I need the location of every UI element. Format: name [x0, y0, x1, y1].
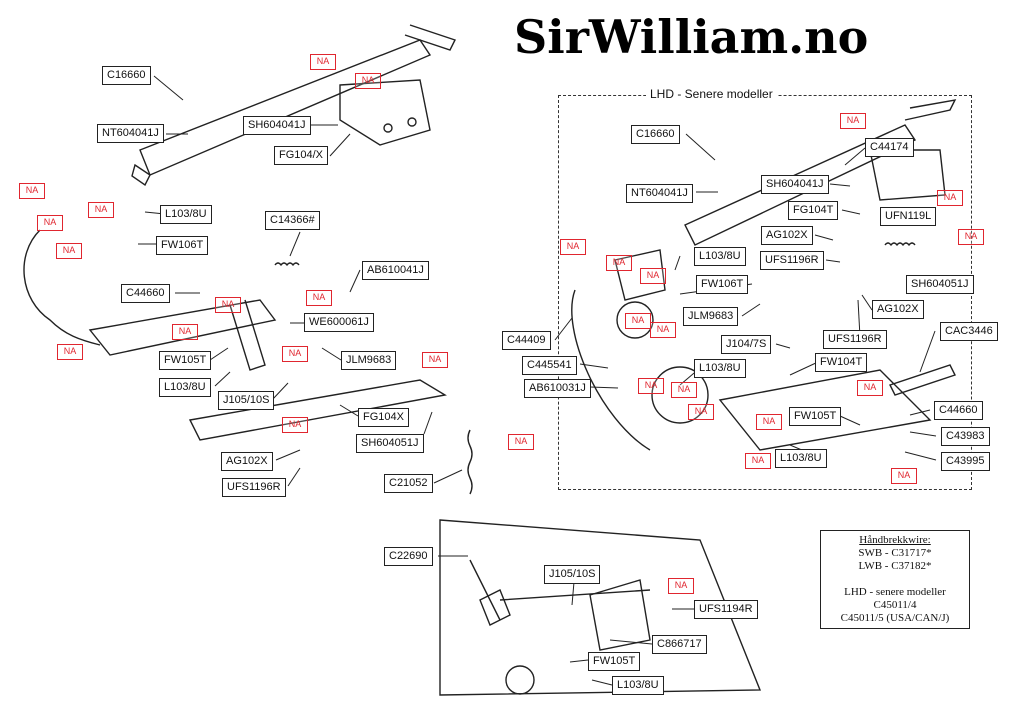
- part-label: SH604041J: [243, 116, 311, 135]
- part-label: C21052: [384, 474, 433, 493]
- part-label: UFS1196R: [760, 251, 824, 270]
- part-label: AB610031J: [524, 379, 591, 398]
- na-marker: NA: [745, 453, 771, 469]
- na-marker: NA: [88, 202, 114, 218]
- part-label: UFS1196R: [823, 330, 887, 349]
- part-label: UFS1196R: [222, 478, 286, 497]
- part-label: L103/8U: [694, 247, 746, 266]
- part-label: C22690: [384, 547, 433, 566]
- part-label: J104/7S: [721, 335, 772, 354]
- part-label: SH604041J: [761, 175, 829, 194]
- part-label: CAC3446: [940, 322, 998, 341]
- part-label: FG104/X: [274, 146, 329, 165]
- na-marker: NA: [560, 239, 586, 255]
- part-label: AG102X: [761, 226, 813, 245]
- part-label: J105/10S: [218, 391, 275, 410]
- na-marker: NA: [756, 414, 782, 430]
- part-label: C866717: [652, 635, 707, 654]
- part-label: FW106T: [696, 275, 749, 294]
- part-label: FG104X: [358, 408, 409, 427]
- na-marker: NA: [671, 382, 697, 398]
- note-line: SWB - C31717*: [858, 547, 932, 559]
- na-marker: NA: [688, 404, 714, 420]
- part-label: L103/8U: [612, 676, 664, 695]
- part-label: L103/8U: [694, 359, 746, 378]
- na-marker: NA: [282, 417, 308, 433]
- part-label: JLM9683: [341, 351, 397, 370]
- na-marker: NA: [282, 346, 308, 362]
- note-line: C45011/5 (USA/CAN/J): [840, 612, 950, 624]
- na-marker: NA: [668, 578, 694, 594]
- part-label: C43983: [941, 427, 990, 446]
- part-label: FW106T: [156, 236, 209, 255]
- part-label: FG104T: [788, 201, 839, 220]
- note-line: LHD - senere modeller: [844, 586, 946, 598]
- na-marker: NA: [57, 344, 83, 360]
- part-label: UFS1194R: [694, 600, 758, 619]
- na-marker: NA: [37, 215, 63, 231]
- na-marker: NA: [19, 183, 45, 199]
- note-line: C45011/4: [873, 599, 917, 611]
- lhd-section-title: LHD - Senere modeller: [646, 87, 777, 101]
- na-marker: NA: [215, 297, 241, 313]
- part-label: NT604041J: [626, 184, 693, 203]
- part-label: C16660: [102, 66, 151, 85]
- part-label: C44660: [934, 401, 983, 420]
- na-marker: NA: [857, 380, 883, 396]
- na-marker: NA: [891, 468, 917, 484]
- part-label: AB610041J: [362, 261, 429, 280]
- part-label: C43995: [941, 452, 990, 471]
- part-label: C445541: [522, 356, 577, 375]
- part-label: C44174: [865, 138, 914, 157]
- na-marker: NA: [172, 324, 198, 340]
- part-label: SH604051J: [906, 275, 974, 294]
- part-label: C44409: [502, 331, 551, 350]
- part-label: C16660: [631, 125, 680, 144]
- handbrake-wire-note: Håndbrekkwire: SWB - C31717* LWB - C3718…: [820, 530, 970, 629]
- part-label: WE600061J: [304, 313, 374, 332]
- na-marker: NA: [840, 113, 866, 129]
- part-label: JLM9683: [683, 307, 739, 326]
- na-marker: NA: [937, 190, 963, 206]
- na-marker: NA: [958, 229, 984, 245]
- na-marker: NA: [56, 243, 82, 259]
- na-marker: NA: [638, 378, 664, 394]
- note-line: LWB - C37182*: [858, 560, 932, 572]
- site-title: SirWilliam.no: [514, 10, 869, 64]
- part-label: C14366#: [265, 211, 320, 230]
- part-label: FW105T: [789, 407, 842, 426]
- part-label: AG102X: [872, 300, 924, 319]
- na-marker: NA: [422, 352, 448, 368]
- part-label: NT604041J: [97, 124, 164, 143]
- part-label: AG102X: [221, 452, 273, 471]
- note-heading: Håndbrekkwire:: [859, 534, 931, 546]
- na-marker: NA: [306, 290, 332, 306]
- na-marker: NA: [508, 434, 534, 450]
- na-marker: NA: [606, 255, 632, 271]
- part-label: FW105T: [159, 351, 212, 370]
- na-marker: NA: [355, 73, 381, 89]
- part-label: J105/10S: [544, 565, 601, 584]
- part-label: L103/8U: [160, 205, 212, 224]
- part-label: FW105T: [588, 652, 641, 671]
- na-marker: NA: [640, 268, 666, 284]
- part-label: UFN119L: [880, 207, 937, 226]
- part-label: C44660: [121, 284, 170, 303]
- part-label: L103/8U: [775, 449, 827, 468]
- na-marker: NA: [310, 54, 336, 70]
- part-label: FW104T: [815, 353, 868, 372]
- na-marker: NA: [625, 313, 651, 329]
- part-label: SH604051J: [356, 434, 424, 453]
- part-label: L103/8U: [159, 378, 211, 397]
- na-marker: NA: [650, 322, 676, 338]
